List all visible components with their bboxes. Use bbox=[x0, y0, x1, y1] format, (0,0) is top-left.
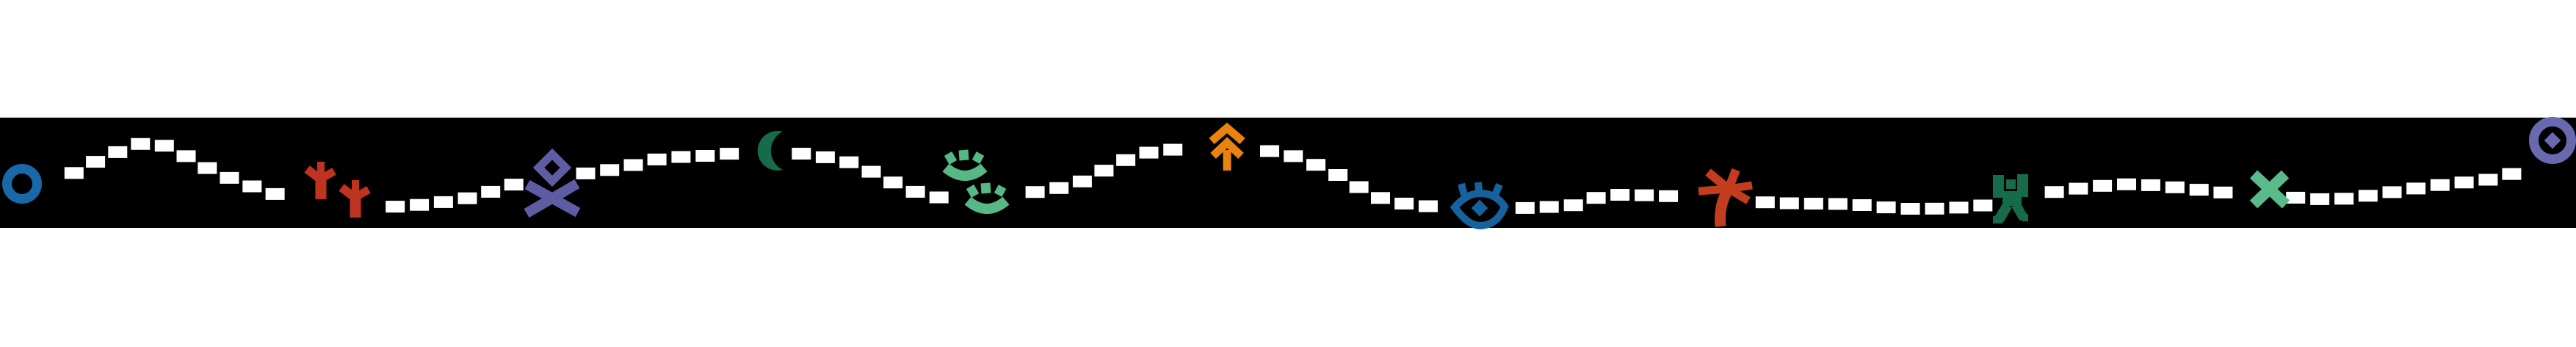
trail-dash bbox=[154, 140, 174, 152]
trail-dash bbox=[2358, 190, 2378, 202]
trail-dash bbox=[1072, 175, 1092, 187]
trail-dash bbox=[2406, 182, 2426, 195]
trail-dash bbox=[815, 151, 835, 163]
map-band bbox=[0, 118, 2576, 228]
trail-dash bbox=[720, 148, 739, 160]
trail-dash bbox=[131, 137, 151, 150]
trail-dash bbox=[1371, 192, 1390, 204]
trail-dash bbox=[1094, 165, 1114, 177]
trail-dash bbox=[265, 187, 285, 200]
trail-dash bbox=[1852, 199, 1872, 211]
sprout-2-icon bbox=[339, 180, 371, 218]
trail-dash bbox=[433, 196, 453, 208]
trail-dash bbox=[623, 159, 643, 171]
trail-dash bbox=[1803, 198, 1823, 210]
trail-dash bbox=[905, 185, 925, 198]
trail-dash bbox=[1394, 197, 1414, 210]
trail-dash bbox=[2069, 182, 2088, 195]
trail-dash bbox=[481, 185, 501, 198]
trail-dash bbox=[1049, 182, 1069, 194]
paw-fan-1-icon bbox=[942, 149, 988, 181]
trail-dash bbox=[457, 192, 477, 204]
trail-dash bbox=[386, 201, 405, 213]
trail-dash bbox=[1260, 145, 1279, 157]
trail-dash bbox=[1755, 196, 1775, 209]
trail-dash bbox=[1515, 201, 1535, 214]
trail-dash bbox=[176, 150, 196, 162]
trail-dash bbox=[2430, 179, 2450, 191]
trail-dash bbox=[1163, 143, 1183, 156]
trail-dash bbox=[220, 171, 239, 184]
sprout-1-icon bbox=[304, 162, 336, 199]
trail-dash bbox=[1659, 190, 1679, 202]
trail-dash bbox=[1779, 197, 1799, 210]
trail-dash bbox=[1139, 146, 1159, 159]
trail-dash bbox=[1828, 198, 1848, 210]
trail-dash bbox=[108, 146, 128, 158]
trail-dash bbox=[576, 167, 596, 179]
trail-dash bbox=[1116, 154, 1136, 166]
trail-dash bbox=[1635, 189, 1654, 201]
ascent-arrow-icon bbox=[1209, 122, 1245, 171]
trail-dash bbox=[2213, 186, 2233, 198]
trail-dash bbox=[1586, 192, 1606, 204]
trail-dash bbox=[1306, 159, 1325, 171]
trail-dash bbox=[2478, 174, 2498, 186]
trail-dash bbox=[410, 198, 430, 211]
trail-dash bbox=[1349, 181, 1369, 193]
trail-dash bbox=[671, 151, 691, 163]
eye-icon bbox=[1450, 182, 1509, 230]
trail-dash bbox=[600, 164, 620, 176]
trail-dash bbox=[1973, 199, 1993, 212]
trail-dash bbox=[695, 150, 715, 162]
trail-dash bbox=[2117, 178, 2136, 190]
trail-dash bbox=[929, 191, 949, 204]
trail-dash bbox=[86, 156, 106, 168]
trail-dash bbox=[2165, 181, 2185, 193]
trail-dash bbox=[647, 153, 667, 165]
trail-dash bbox=[2310, 193, 2330, 205]
trail-dash bbox=[839, 156, 859, 168]
trail-dash bbox=[1418, 200, 1438, 212]
trail-dash bbox=[2093, 179, 2113, 192]
blocky-figure-icon bbox=[1993, 174, 2028, 223]
trail-dash bbox=[64, 167, 84, 179]
trail-dash bbox=[1539, 201, 1559, 213]
trail-dash bbox=[2286, 191, 2306, 204]
trail-dash bbox=[504, 179, 524, 191]
trail-dash bbox=[1610, 189, 1630, 201]
trail-dash bbox=[1876, 201, 1896, 214]
trail-dash bbox=[2502, 168, 2522, 180]
trail-dash bbox=[2454, 176, 2474, 189]
trail-dash bbox=[1563, 199, 1583, 212]
trail-dash bbox=[2189, 184, 2209, 196]
start-ring-icon bbox=[2, 164, 42, 204]
end-target-icon bbox=[2529, 117, 2576, 164]
trail-dash bbox=[1900, 203, 1920, 215]
trail-dash bbox=[198, 162, 217, 174]
paw-fan-2-icon bbox=[964, 182, 1010, 214]
trail-dash bbox=[1284, 150, 1303, 162]
crescent-moon-icon bbox=[757, 131, 783, 171]
trail-markers bbox=[2, 117, 2576, 230]
palm-tree-icon bbox=[1698, 168, 1753, 227]
cross-x-icon bbox=[2249, 170, 2290, 209]
trail-dash bbox=[242, 180, 262, 193]
trail-dash bbox=[1925, 202, 1944, 215]
trail-dashes bbox=[64, 137, 2522, 215]
trail-dash bbox=[883, 176, 903, 189]
trail-dash bbox=[1949, 201, 1969, 214]
trail-dash bbox=[2141, 179, 2160, 191]
trail-dash bbox=[1328, 169, 1347, 181]
trail-dash bbox=[1025, 186, 1045, 198]
trail-dash bbox=[2044, 186, 2064, 198]
trail-dash bbox=[2334, 193, 2354, 205]
trail-dash bbox=[2382, 186, 2402, 198]
trail-dash bbox=[861, 165, 881, 178]
diamond-cross-icon bbox=[524, 148, 581, 218]
trail-dash bbox=[792, 148, 811, 160]
